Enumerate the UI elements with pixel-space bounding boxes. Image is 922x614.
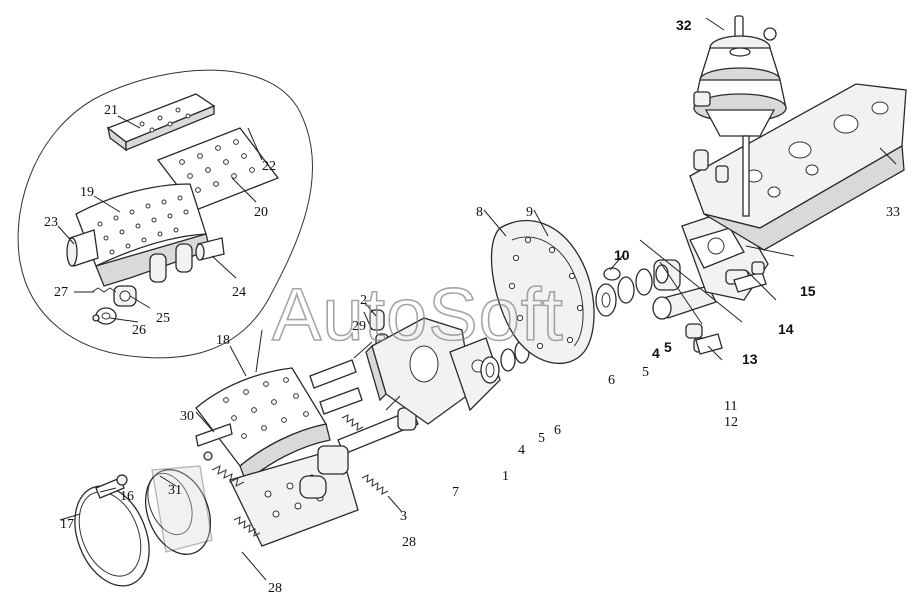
return-spring-28-right bbox=[341, 414, 389, 495]
brake-shoe-19 bbox=[75, 183, 211, 287]
lining-pad-21 bbox=[106, 93, 216, 152]
washer-26 bbox=[95, 307, 117, 325]
callout-13: 13 bbox=[742, 351, 758, 367]
watermark-text: AutoSoft bbox=[272, 273, 564, 356]
callout-5-mid: 5 bbox=[642, 365, 649, 380]
bushing-25 bbox=[113, 285, 137, 307]
callout-17: 17 bbox=[60, 517, 74, 532]
camshaft-1 bbox=[317, 399, 437, 475]
callout-11: 11 bbox=[724, 399, 737, 414]
leader-lines bbox=[57, 17, 897, 581]
callout-labels: 21 22 20 19 23 24 27 25 26 18 2 29 30 16… bbox=[44, 17, 900, 596]
callout-10: 10 bbox=[614, 247, 630, 263]
callout-25: 25 bbox=[156, 311, 170, 326]
dust-ring-17 bbox=[74, 485, 150, 587]
callout-21: 21 bbox=[104, 103, 118, 118]
anchor-pin-24 bbox=[195, 237, 225, 261]
callout-19: 19 bbox=[80, 185, 94, 200]
clip-27 bbox=[91, 287, 117, 322]
brake-shoe-18 bbox=[195, 367, 359, 547]
callout-5-lower: 5 bbox=[538, 431, 545, 446]
callout-5-upper: 5 bbox=[664, 339, 672, 355]
pin-30 bbox=[195, 423, 233, 461]
callout-14: 14 bbox=[778, 321, 794, 337]
callout-28-right: 28 bbox=[402, 535, 416, 550]
callout-16: 16 bbox=[120, 489, 134, 504]
callout-26: 26 bbox=[132, 323, 146, 338]
callout-1: 1 bbox=[502, 469, 509, 484]
callout-23: 23 bbox=[44, 215, 58, 230]
detail-loop-outline bbox=[17, 69, 314, 359]
callout-7: 7 bbox=[452, 485, 459, 500]
brake-chamber-32 bbox=[693, 15, 787, 217]
callout-22: 22 bbox=[262, 159, 276, 174]
callout-18: 18 bbox=[216, 333, 230, 348]
callout-4-upper: 4 bbox=[652, 345, 660, 361]
callout-4-lower: 4 bbox=[518, 443, 525, 458]
callout-20: 20 bbox=[254, 205, 268, 220]
callout-29: 29 bbox=[352, 319, 366, 334]
bolt-16 bbox=[95, 474, 128, 499]
callout-24: 24 bbox=[232, 285, 246, 300]
callout-6-upper: 6 bbox=[608, 373, 615, 388]
callout-12: 12 bbox=[724, 415, 738, 430]
callout-9: 9 bbox=[526, 205, 533, 220]
bolt-13 bbox=[695, 333, 723, 355]
brake-drum-31 bbox=[145, 465, 213, 555]
callout-2: 2 bbox=[360, 293, 367, 308]
callout-33: 33 bbox=[886, 205, 900, 220]
callout-27: 27 bbox=[54, 285, 68, 300]
brake-spider-bracket bbox=[365, 317, 501, 425]
callout-32: 32 bbox=[676, 17, 692, 33]
callout-6-lower: 6 bbox=[554, 423, 561, 438]
callout-31: 31 bbox=[168, 483, 182, 498]
dust-shield-8-9 bbox=[490, 220, 595, 365]
callout-30: 30 bbox=[180, 409, 194, 424]
callout-28-bottom: 28 bbox=[268, 581, 282, 596]
roller-23 bbox=[66, 229, 99, 267]
return-spring-28-left bbox=[211, 465, 261, 537]
callout-15: 15 bbox=[800, 283, 816, 299]
callout-3: 3 bbox=[400, 509, 407, 524]
callout-8: 8 bbox=[476, 205, 483, 220]
